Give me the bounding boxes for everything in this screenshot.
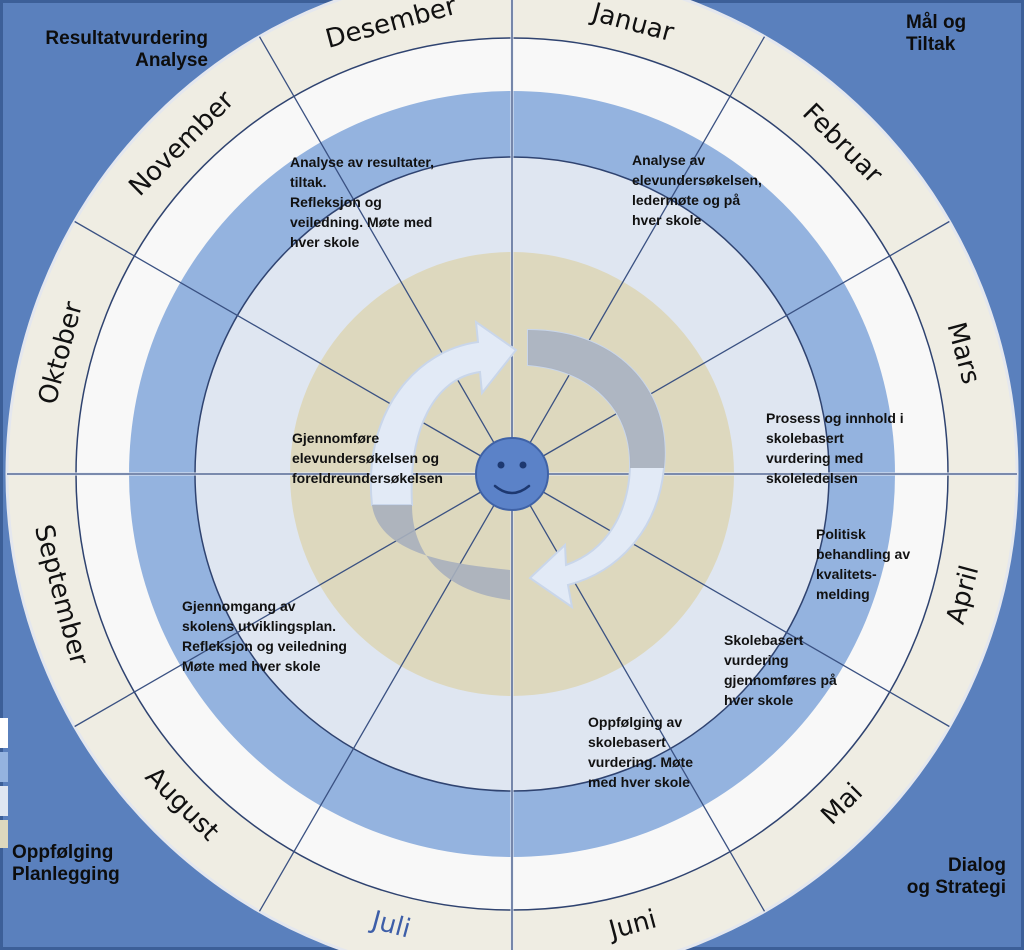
curved-arrow-clockwise-icon [369,319,518,506]
note-april-school: Skolebasert vurdering gjennomføres på hv… [724,632,837,708]
note-center: Gjennomføre elevundersøkelsen og foreldr… [292,430,443,486]
left-edge-strip-blue [0,752,8,782]
smiley-face-icon [475,437,549,511]
note-march: Prosess og innhold i skolebasert vurderi… [766,410,904,486]
smiley-mouth [493,484,531,495]
curved-arrow-left-tail-icon [372,505,510,605]
left-edge-strip-pale [0,786,8,816]
note-january: Analyse av elevundersøkelsen, ledermøte … [632,152,762,228]
note-december: Analyse av resultater, tiltak. Refleksjo… [290,154,434,250]
note-june: Oppfølging av skolebasert vurdering. Møt… [588,714,694,790]
corner-label-top-left: Resultatvurdering Analyse [45,28,208,71]
corner-label-top-right: Mål og Tiltak [906,12,967,55]
smiley-left-eye [497,461,505,469]
cycle-arrows [369,319,666,610]
note-april-politics: Politisk behandling av kvalitets- meldin… [816,526,911,602]
spoke-line [529,36,766,444]
smiley-right-eye [519,461,527,469]
note-august: Gjennomgang av skolens utviklingsplan. R… [182,598,347,674]
corner-label-bottom-right: Dialog og Strategi [906,855,1006,898]
left-edge-strip-white [0,718,8,748]
corner-label-bottom-left: Oppfølging Planlegging [12,842,120,885]
smiley-face [475,437,549,511]
spoke-line [542,220,950,457]
curved-arrow-right-tail-icon [528,330,665,468]
left-edge-strip-tan [0,820,8,848]
